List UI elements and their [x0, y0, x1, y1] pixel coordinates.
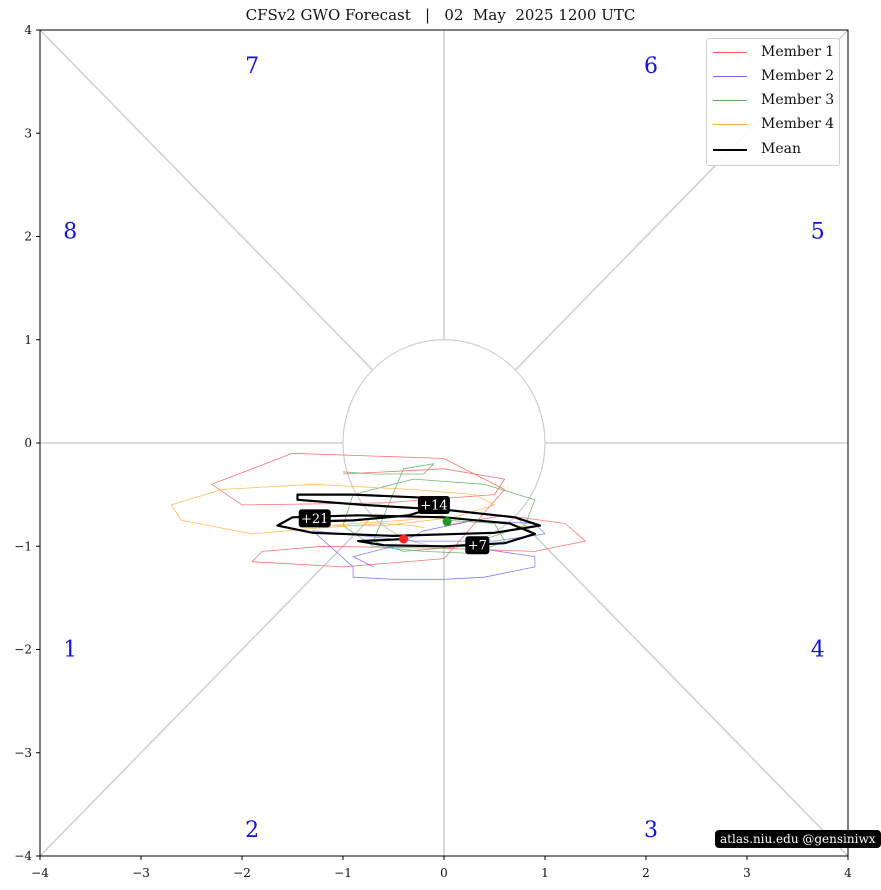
- legend-swatch: [713, 100, 747, 101]
- x-tick-label: 0: [440, 866, 448, 880]
- y-tick-label: −4: [14, 849, 32, 863]
- legend-label: Member 4: [761, 116, 835, 132]
- day-annotation-box: [417, 495, 450, 514]
- legend-item-member-2: Member 2: [707, 65, 839, 87]
- y-tick-label: −2: [14, 643, 32, 657]
- phase-label: 8: [63, 219, 77, 244]
- chart-title: CFSv2 GWO Forecast | 02 May 2025 1200 UT…: [245, 6, 636, 24]
- legend-label: Member 2: [761, 68, 835, 84]
- forecast-start-point: [442, 516, 452, 526]
- phase-label: 2: [245, 818, 259, 843]
- series-line-member-3: [342, 463, 536, 554]
- legend-swatch: [713, 149, 747, 151]
- phase-label: 3: [644, 818, 658, 843]
- y-tick-label: 2: [24, 230, 32, 244]
- x-tick-label: 3: [743, 866, 751, 880]
- y-tick-label: 1: [24, 333, 32, 347]
- x-tick-label: −4: [31, 866, 49, 880]
- day-annotation-box: [298, 509, 331, 528]
- legend-swatch: [713, 76, 747, 77]
- day-annotation: +7: [465, 536, 490, 555]
- y-tick-label: 4: [24, 23, 32, 37]
- axes: −4 −3 −2 −1 0 1 2 3 4 −4 −3 −2 −1 0 1 2 3 4: [14, 23, 852, 880]
- legend-item-mean: Mean: [707, 138, 839, 160]
- legend-item-member-1: Member 1: [707, 41, 839, 63]
- watermark: atlas.niu.edu @gensiniwx: [715, 830, 881, 848]
- phase-geometry: [39, 29, 849, 857]
- legend-swatch: [713, 52, 747, 53]
- annotation-layer: +7 +14 +21: [298, 495, 490, 555]
- legend-label: Mean: [761, 141, 801, 157]
- points-layer: [399, 516, 452, 544]
- phase-divider-line: [514, 515, 849, 857]
- phase-label: 7: [245, 54, 259, 79]
- y-tick-label: 0: [24, 436, 32, 450]
- y-tick-label: −3: [14, 746, 32, 760]
- day-annotation-box: [465, 536, 490, 555]
- series-layer: [170, 452, 586, 580]
- x-tick-label: −3: [132, 866, 150, 880]
- phase-divider-line: [39, 515, 374, 857]
- legend-label: Member 3: [761, 92, 835, 108]
- legend-label: Member 1: [761, 44, 835, 60]
- day-annotation-label: +21: [301, 512, 328, 527]
- day-annotation: +14: [417, 495, 450, 514]
- legend-swatch: [713, 124, 747, 125]
- forecast-end-point: [399, 534, 409, 544]
- day-annotation-label: +14: [420, 498, 447, 513]
- series-line-member-1: [211, 452, 586, 568]
- day-annotation: +21: [298, 509, 331, 528]
- phase-label: 5: [811, 219, 825, 244]
- y-tick-label: −1: [14, 539, 32, 553]
- y-tick-label: 3: [24, 126, 32, 140]
- series-line-mean: [276, 493, 542, 548]
- x-tick-label: 1: [541, 866, 549, 880]
- x-tick-label: 2: [642, 866, 650, 880]
- legend-item-member-3: Member 3: [707, 89, 839, 111]
- x-tick-label: −2: [233, 866, 251, 880]
- phase-label: 1: [63, 638, 77, 663]
- phase-divider-line: [39, 29, 374, 371]
- day-annotation-label: +7: [468, 539, 487, 554]
- phase-label: 4: [811, 638, 825, 663]
- x-tick-label: 4: [844, 866, 852, 880]
- phase-labels: 1 2 3 4 5 6 7 8: [63, 54, 824, 843]
- series-line-member-4: [170, 483, 495, 535]
- x-tick-label: −1: [334, 866, 352, 880]
- phase-label: 6: [644, 54, 658, 79]
- legend-item-member-4: Member 4: [707, 113, 839, 135]
- legend: Member 1 Member 2 Member 3 Member 4 Mean: [706, 38, 840, 166]
